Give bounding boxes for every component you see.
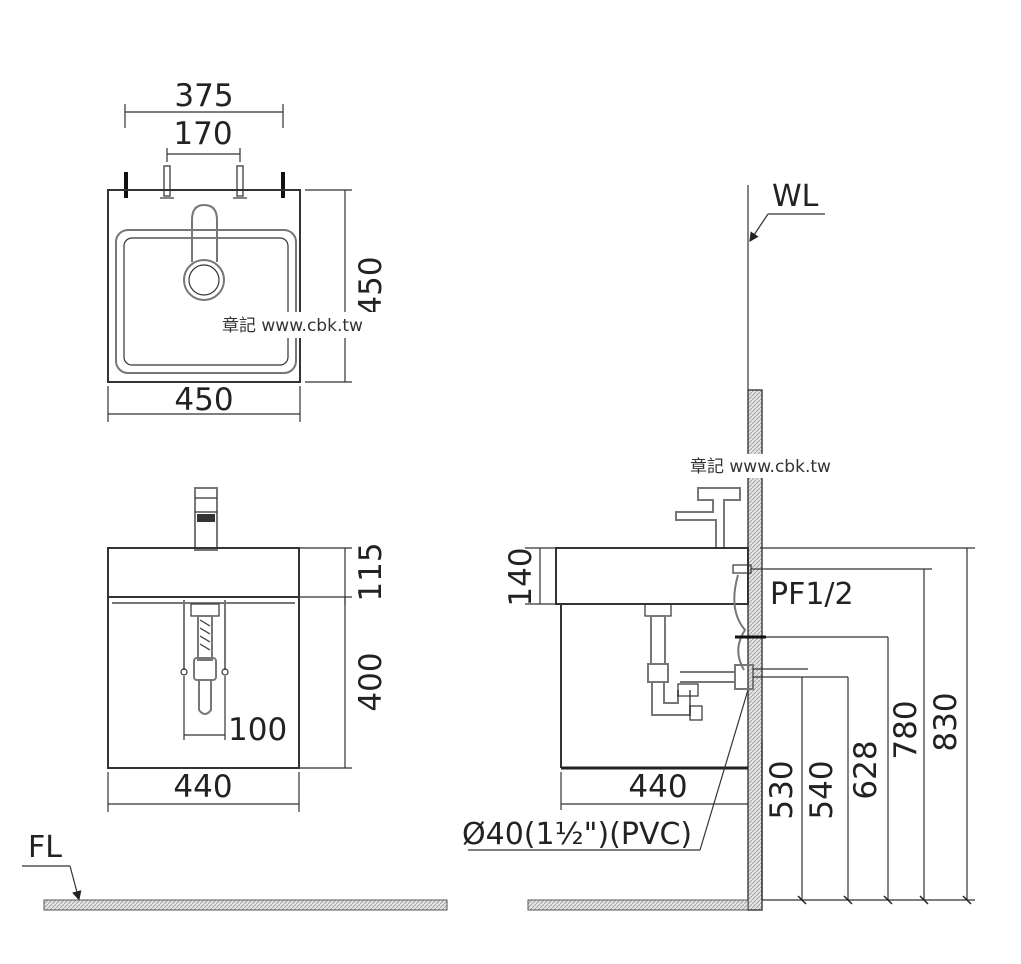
dim-side-basin-height: 140 [503,547,556,607]
floor-right [527,899,749,911]
dim-170-text: 170 [173,116,232,152]
floor: FL [22,830,749,911]
dim-front-width: 440 [107,769,300,812]
dim-inner-tap-spacing: 170 [166,116,241,162]
side-view: WL 章記 www.cbk.tw PF1 [462,179,975,911]
dim-830-text: 830 [928,692,964,751]
dim-628-text: 628 [848,740,884,799]
dim-top-depth-text: 450 [353,256,389,315]
dim-height-530: 530 [761,740,800,900]
dim-side-depth: 440 [560,769,748,810]
dim-115-text: 115 [353,542,389,601]
dim-100-text: 100 [228,712,287,748]
front-view: 100 115 400 440 [107,487,389,812]
water-inlet-label: PF1/2 [770,577,854,612]
basin-front [107,547,300,598]
basin-top-outline [107,189,301,383]
dim-front-basin-height: 115 [300,542,389,605]
dim-height-540: 540 [801,677,840,900]
dim-540-text: 540 [804,760,840,819]
dim-top-width: 450 [107,382,301,422]
cabinet-front [107,596,300,769]
watermark-top: 章記 www.cbk.tw [222,316,363,336]
basin-side [555,547,749,605]
dim-140-text: 140 [503,547,539,606]
dim-375-text: 375 [174,78,233,114]
wall-line-label: WL [772,179,819,214]
dim-side-depth-text: 440 [628,769,687,805]
dim-top-width-text: 450 [174,382,233,418]
dim-height-830: 830 [760,547,975,900]
dim-780-text: 780 [888,700,924,759]
drain-pipe-label: Ø40(1½")(PVC) [462,817,692,852]
floor-line-label: FL [28,830,62,865]
dim-height-628: 628 [847,677,884,900]
dim-top-depth: 450 [305,189,389,383]
dim-outer-tap-spacing: 375 [124,78,284,128]
dim-pipe-spacing: 100 [184,712,287,748]
dim-front-width-text: 440 [173,769,232,805]
watermark-side: 章記 www.cbk.tw [690,457,831,477]
dim-530-text: 530 [764,760,800,819]
dim-front-cabinet-height: 400 [300,597,389,769]
dim-height-780: 780 [887,637,924,900]
dim-400-text: 400 [353,652,389,711]
top-view: 375 170 450 [107,78,389,422]
wall-section [747,389,763,911]
floor-left [43,899,448,911]
